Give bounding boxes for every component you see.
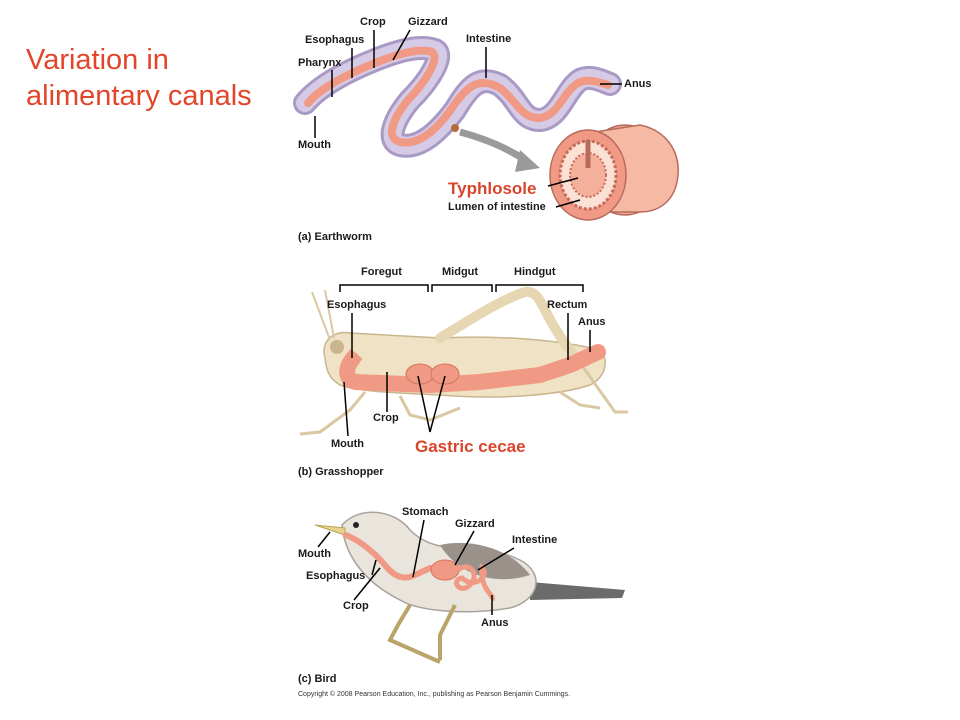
grasshopper-gut — [339, 344, 606, 394]
earthworm-label-pharynx: Pharynx — [298, 57, 342, 69]
earthworm-caption: (a) Earthworm — [298, 231, 372, 243]
bird-beak — [314, 524, 346, 536]
grasshopper-caption: (b) Grasshopper — [298, 466, 384, 478]
bird-illustration — [314, 511, 625, 664]
bird-label-gizzard: Gizzard — [455, 518, 495, 530]
slide-title: Variation in alimentary canals — [26, 44, 252, 112]
grasshopper-label-foregut: Foregut — [361, 266, 402, 278]
bird-label-esophagus: Esophagus — [306, 570, 366, 582]
worm-cut-marker — [451, 124, 459, 132]
bird-label-intestine: Intestine — [512, 534, 558, 546]
section-arrow — [459, 128, 527, 163]
earthworm-label-anus: Anus — [624, 78, 652, 90]
bird-label-crop: Crop — [343, 600, 369, 612]
earthworm-label-gizzard: Gizzard — [408, 16, 448, 28]
grasshopper-label-gastric-cecae: Gastric cecae — [415, 437, 526, 456]
earthworm-label-mouth: Mouth — [298, 139, 331, 151]
grasshopper-label-crop: Crop — [373, 412, 399, 424]
earthworm-label-typhlosole: Typhlosole — [448, 179, 537, 198]
grasshopper-label-esophagus: Esophagus — [327, 299, 387, 311]
earthworm-illustration — [293, 29, 679, 221]
earthworm-label-intestine: Intestine — [466, 33, 512, 45]
grasshopper-label-anus: Anus — [578, 316, 606, 328]
bird-legs — [387, 603, 441, 664]
worm-gut — [304, 46, 612, 147]
grasshopper-label-hindgut: Hindgut — [514, 266, 556, 278]
bird-label-anus: Anus — [481, 617, 509, 629]
grasshopper-label-midgut: Midgut — [442, 266, 479, 278]
bird-label-stomach: Stomach — [402, 506, 449, 518]
bird-caption: (c) Bird — [298, 673, 337, 685]
bird-gut — [343, 532, 433, 581]
copyright-notice: Copyright © 2008 Pearson Education, Inc.… — [298, 691, 571, 698]
earthworm-label-crop: Crop — [360, 16, 386, 28]
bird-tail — [530, 582, 625, 600]
grasshopper-illustration — [299, 284, 628, 437]
grasshopper-label-mouth: Mouth — [331, 438, 364, 450]
grasshopper-label-rectum: Rectum — [547, 299, 588, 311]
earthworm-label-lumen: Lumen of intestine — [448, 201, 546, 213]
bird-label-mouth: Mouth — [298, 548, 331, 560]
earthworm-label-esophagus: Esophagus — [305, 34, 365, 46]
